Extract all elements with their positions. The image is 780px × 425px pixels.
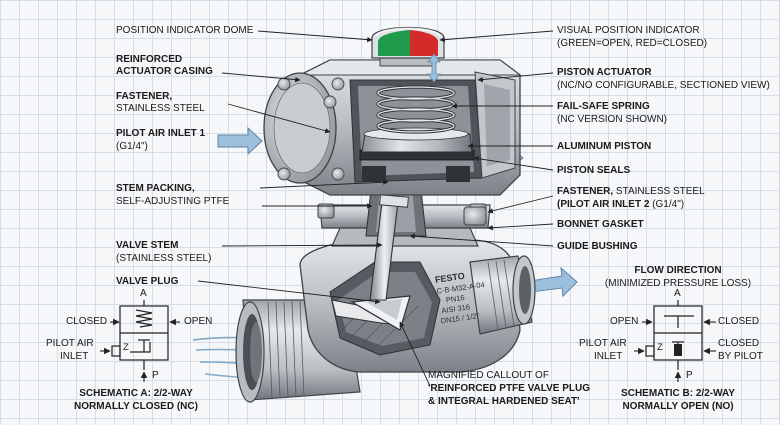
label-magnified-line3: & INTEGRAL HARDENED SEAT': [428, 396, 580, 407]
label-magnified-line2: 'REINFORCED PTFE VALVE PLUG: [428, 383, 591, 394]
label-flow-direction-line1: FLOW DIRECTION: [634, 265, 722, 276]
label-reinforced-casing-line2: ACTUATOR CASING: [116, 66, 213, 77]
label-fastener-1-line2: STAINLESS STEEL: [116, 103, 205, 114]
label-valve-stem-line2: (STAINLESS STEEL): [116, 253, 212, 264]
schematic-b-caption-line1: SCHEMATIC B: 2/2-WAY: [621, 388, 735, 399]
label-valve-plug: VALVE PLUG: [116, 276, 179, 287]
schematic-a-caption-line2: NORMALLY CLOSED (NC): [74, 401, 198, 412]
actuator: [263, 59, 522, 196]
schematic-a-pilot-line2: INLET: [60, 351, 89, 362]
schematic-b-caption-line2: NORMALLY OPEN (NO): [622, 401, 734, 412]
schematic-b-port-p: P: [686, 370, 693, 381]
label-flow-direction-line2: (MINIMIZED PRESSURE LOSS): [604, 278, 752, 289]
label-bonnet-gasket: BONNET GASKET: [557, 219, 644, 230]
label-piston-actuator-line1: PISTON ACTUATOR: [557, 67, 652, 78]
label-pilot-inlet-2: (PILOT AIR INLET 2 (G1/4"): [557, 199, 684, 211]
schematic-b-blocked-port: [674, 344, 682, 356]
label-fastener-2-rest: STAINLESS STEEL: [613, 186, 705, 197]
schematic-b-pilot-line1: PILOT AIR: [579, 338, 627, 349]
schematic-b-pilot-line2: INLET: [594, 351, 623, 362]
schematic-a-caption-line1: SCHEMATIC A: 2/2-WAY: [79, 388, 193, 399]
schematic-a-port-z: Z: [123, 342, 129, 353]
body-marking-line-4: AISI 316: [441, 302, 471, 315]
label-fastener-2: FASTENER, STAINLESS STEEL: [557, 186, 705, 198]
label-piston-seals: PISTON SEALS: [557, 165, 631, 176]
schematic-a-closed: CLOSED: [66, 316, 108, 327]
label-piston-actuator-line2: (NC/NO CONFIGURABLE, SECTIONED VIEW): [557, 80, 770, 91]
schematic-b-port-z: Z: [657, 342, 663, 353]
schematic-b-closed-by-line2: BY PILOT: [718, 351, 763, 362]
body-marking-line-3: PN16: [445, 293, 465, 305]
schematic-b-closed-by-line1: CLOSED: [718, 338, 760, 349]
leader-lines: [197, 30, 554, 387]
label-pilot-inlet-1-line2: (G1/4"): [116, 141, 148, 152]
label-pilot-inlet-2-bold: (PILOT AIR INLET 2: [557, 199, 650, 210]
label-visual-position-line2: (GREEN=OPEN, RED=CLOSED): [557, 38, 708, 49]
label-fastener-1-line1: FASTENER,: [116, 91, 173, 102]
schematic-b-port-a: A: [674, 288, 681, 299]
position-indicator-dome: [371, 26, 445, 83]
schematic-a-port-p: P: [152, 370, 159, 381]
label-pilot-inlet-1-line1: PILOT AIR INLET 1: [116, 128, 206, 139]
label-stem-packing-line2: SELF-ADJUSTING PTFE: [116, 196, 230, 207]
schematic-a-arrows: [100, 318, 180, 382]
schematic-a-open: OPEN: [184, 316, 213, 327]
label-position-indicator-dome: POSITION INDICATOR DOME: [116, 25, 254, 36]
label-guide-bushing: GUIDE BUSHING: [557, 241, 638, 252]
schematic-a-symbol: [111, 300, 169, 370]
schematic-a-pilot-line1: PILOT AIR: [46, 338, 94, 349]
schematic-b-symbol: [645, 300, 703, 370]
label-reinforced-casing-line1: REINFORCED: [116, 54, 183, 65]
schematic-a-port-a: A: [140, 288, 147, 299]
schematic-b-arrows: [634, 318, 716, 382]
label-valve-stem-line1: VALVE STEM: [116, 240, 179, 251]
valve-body: FESTO C-B-M32-A-04 PN16 AISI 316 DN15 / …: [235, 239, 536, 403]
label-fail-safe-line2: (NC VERSION SHOWN): [557, 114, 667, 125]
schematic-b-closed: CLOSED: [718, 316, 760, 327]
label-fastener-2-bold: FASTENER,: [557, 186, 614, 197]
label-fail-safe-line1: FAIL-SAFE SPRING: [557, 101, 650, 112]
label-magnified-line1: MAGNIFIED CALLOUT OF: [428, 370, 549, 381]
label-visual-position-line1: VISUAL POSITION INDICATOR: [557, 25, 700, 36]
schematic-b-open: OPEN: [610, 316, 639, 327]
label-aluminum-piston: ALUMINUM PISTON: [557, 141, 652, 152]
label-stem-packing-line1: STEM PACKING,: [116, 183, 195, 194]
body-marking-line-1: FESTO: [434, 271, 465, 285]
label-pilot-inlet-2-rest: (G1/4"): [649, 199, 685, 210]
